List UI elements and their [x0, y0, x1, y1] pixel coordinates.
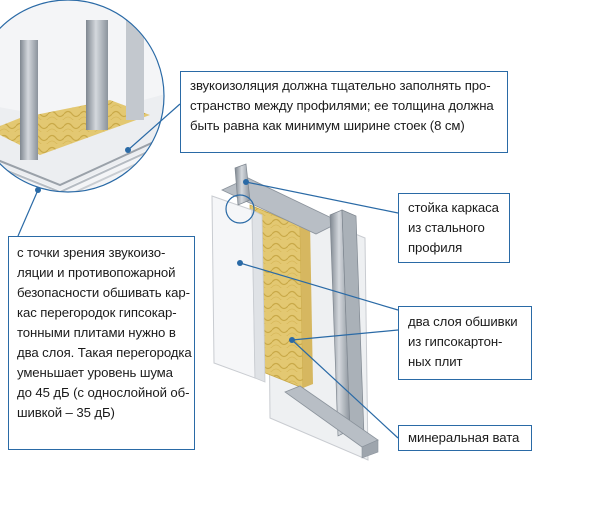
callout-line: два слоя. Такая перегородка — [17, 345, 192, 360]
callout-mineral-wool: минеральная вата — [398, 425, 532, 451]
callout-two-layer-sheathing-note: с точки зрения звукоизо- ляции и противо… — [8, 236, 195, 450]
callout-sound-insulation: звукоизоляция должна тщательно заполнять… — [180, 71, 508, 153]
callout-line: безопасности обшивать кар- — [17, 285, 190, 300]
callout-line: быть равна как минимум ширине стоек (8 с… — [190, 118, 465, 133]
partition-wall — [211, 163, 379, 461]
callout-line: ляции и противопожарной — [17, 265, 176, 280]
callout-gypsum-boards: два слоя обшивки из гипсокартон- ных пли… — [398, 306, 532, 380]
callout-line: тонными плитами нужно в — [17, 325, 176, 340]
callout-line: кас перегородок гипсокар- — [17, 305, 177, 320]
callout-line: профиля — [408, 240, 463, 255]
callout-line: шивкой – 35 дБ) — [17, 405, 115, 420]
callout-line: стойка каркаса — [408, 200, 499, 215]
callout-line: минеральная вата — [408, 430, 520, 445]
leader-lines — [17, 103, 399, 439]
callout-line: звукоизоляция должна тщательно заполнять… — [190, 78, 491, 93]
callout-steel-stud: стойка каркаса из стального профиля — [398, 193, 510, 263]
callout-line: ных плит — [408, 354, 463, 369]
callout-line: странство между профилями; ее толщина до… — [190, 98, 494, 113]
callout-line: с точки зрения звукоизо- — [17, 245, 166, 260]
callout-line: два слоя обшивки — [408, 314, 518, 329]
callout-line: до 45 дБ (с однослойной об- — [17, 385, 190, 400]
detail-magnifier — [0, 0, 164, 192]
callout-line: уменьшает уровень шума — [17, 365, 173, 380]
callout-line: из стального — [408, 220, 485, 235]
callout-line: из гипсокартон- — [408, 334, 503, 349]
